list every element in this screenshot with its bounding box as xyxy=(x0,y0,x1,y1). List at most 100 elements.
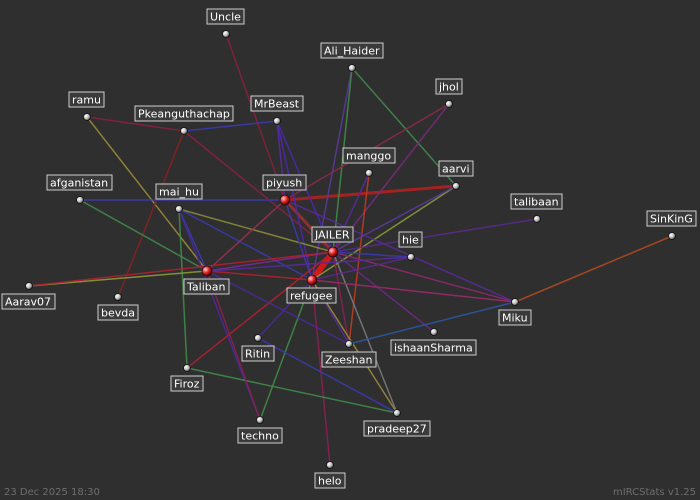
edge-refugee-taliban xyxy=(206,270,313,281)
label-box xyxy=(438,160,474,177)
node-label-text: jhol xyxy=(438,81,459,94)
node-label-text: ishaanSharma xyxy=(394,342,473,355)
label-box xyxy=(1,293,56,310)
label-box xyxy=(134,105,234,122)
label-box xyxy=(170,375,204,392)
edge-miku-zeeshan xyxy=(348,301,516,345)
label-box xyxy=(321,351,377,368)
node-manggo xyxy=(365,169,373,177)
label-box xyxy=(390,339,477,356)
label-box xyxy=(250,95,304,112)
node-label-techno: techno xyxy=(237,427,283,444)
node-label-ritin: Ritin xyxy=(241,345,275,362)
edge-layer xyxy=(28,33,673,466)
edge-ramu-pkeanguthachap xyxy=(86,116,185,132)
node-label-text: ramu xyxy=(72,94,101,107)
label-box xyxy=(262,174,307,191)
label-box xyxy=(320,42,384,59)
node-label-text: refugee xyxy=(290,290,333,303)
edge-firoz-pradeep27 xyxy=(186,367,398,414)
node-layer xyxy=(25,30,676,469)
node-label-talibaan: talibaan xyxy=(510,193,563,210)
edge-jailer-zeeshan xyxy=(332,251,350,345)
edge-taliban-aarav07 xyxy=(28,270,208,287)
node-jhol xyxy=(445,100,453,108)
edge-jailer-refugee xyxy=(309,249,336,283)
label-box xyxy=(241,345,275,362)
node-label-afganistan: afganistan xyxy=(46,174,113,191)
node-label-text: Uncle xyxy=(210,11,241,24)
node-afganistan xyxy=(76,196,84,204)
edge-jailer-ishaansharma xyxy=(332,251,435,333)
edge-piyush-taliban xyxy=(206,199,286,272)
node-aarav07 xyxy=(25,282,33,290)
node-label-mai_hu: mai_hu xyxy=(155,183,203,200)
node-firoz xyxy=(183,364,191,372)
label-box xyxy=(311,226,354,243)
node-miku xyxy=(511,298,519,306)
edge-jailer-firoz xyxy=(186,251,334,369)
node-ritin xyxy=(254,334,262,342)
label-box xyxy=(363,420,431,437)
edge-sinking-miku xyxy=(514,235,673,303)
node-label-text: Zeeshan xyxy=(325,354,373,367)
label-box xyxy=(206,8,245,25)
node-techno xyxy=(256,416,264,424)
node-label-text: JAILER xyxy=(314,229,350,242)
node-label-ali_haider: Ali_Haider xyxy=(320,42,384,59)
node-helo xyxy=(326,461,334,469)
label-box xyxy=(183,278,230,295)
edge-pkeanguthachap-bevda xyxy=(117,130,185,298)
node-taliban xyxy=(201,265,213,277)
edge-mrbeast-refugee xyxy=(276,120,313,281)
node-label-text: talibaan xyxy=(514,196,559,209)
edge-jailer-taliban xyxy=(206,251,334,272)
node-label-piyush: piyush xyxy=(262,174,307,191)
edge-aarvi-refugee xyxy=(311,185,457,281)
node-label-bevda: bevda xyxy=(97,304,139,321)
node-label-sinking: SinKinG xyxy=(646,210,697,227)
label-box xyxy=(314,472,346,489)
edge-afganistan-taliban xyxy=(79,199,208,272)
edge-piyush-aarvi xyxy=(283,184,458,202)
edge-refugee-hie xyxy=(311,256,412,281)
label-box xyxy=(498,309,532,326)
edge-jailer-miku xyxy=(332,251,516,303)
edge-jailer-pradeep27 xyxy=(332,251,398,414)
node-bevda xyxy=(114,293,122,301)
node-hie xyxy=(407,253,415,261)
node-ishaansharma xyxy=(430,328,438,336)
generator-brand: mIRCStats v1.25 xyxy=(612,487,696,498)
label-box xyxy=(46,174,113,191)
node-jailer xyxy=(327,246,339,258)
label-box xyxy=(510,193,563,210)
node-label-manggo: manggo xyxy=(342,147,396,164)
node-label-text: bevda xyxy=(101,307,135,320)
edge-ramu-taliban xyxy=(86,116,208,272)
label-box xyxy=(237,427,283,444)
node-mai_hu xyxy=(175,205,183,213)
node-label-text: Taliban xyxy=(186,281,225,294)
node-label-text: Aarav07 xyxy=(5,296,51,309)
node-label-jhol: jhol xyxy=(435,78,463,95)
edge-aarav07-jailer xyxy=(28,251,334,287)
node-aarvi xyxy=(452,182,460,190)
node-ramu xyxy=(83,113,91,121)
label-box xyxy=(398,231,423,248)
edge-jailer-hie xyxy=(332,251,412,258)
node-pradeep27 xyxy=(393,409,401,417)
node-label-text: pradeep27 xyxy=(367,423,427,436)
node-label-text: manggo xyxy=(346,150,391,163)
edge-ali_haider-refugee xyxy=(311,67,353,281)
node-ali_haider xyxy=(348,64,356,72)
node-label-pkeanguthachap: Pkeanguthachap xyxy=(134,105,234,122)
label-box xyxy=(68,91,105,108)
node-label-taliban: Taliban xyxy=(183,278,230,295)
node-label-text: hie xyxy=(402,234,419,247)
node-piyush xyxy=(279,194,291,206)
node-label-hie: hie xyxy=(398,231,423,248)
node-label-text: helo xyxy=(318,475,342,488)
edge-mai_hu-refugee xyxy=(178,208,313,281)
